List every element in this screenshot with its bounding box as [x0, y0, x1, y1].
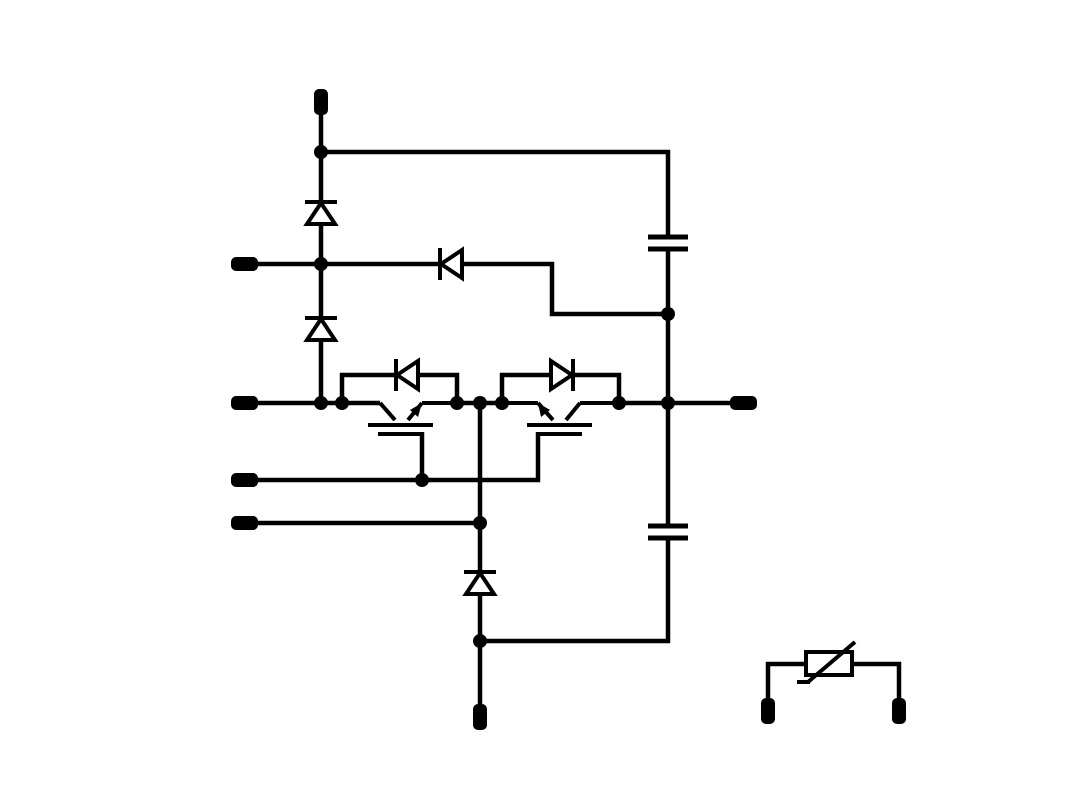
wire-right-rail-low	[480, 539, 671, 644]
junction-dot	[495, 396, 509, 410]
junction-dot	[661, 396, 675, 410]
junction-dot	[473, 634, 487, 648]
junctions	[314, 145, 675, 648]
diode-horizontal	[437, 246, 464, 282]
terminal-left-3	[231, 473, 258, 487]
diode-upper-vertical-1	[303, 199, 339, 226]
capacitor-lower	[648, 523, 688, 541]
terminal-ntc-right	[892, 698, 906, 724]
junction-dot	[335, 396, 349, 410]
terminal-right	[730, 396, 757, 410]
transistors	[368, 401, 619, 436]
terminal-top	[314, 89, 328, 115]
capacitor-upper	[648, 234, 688, 252]
ntc-thermistor	[797, 640, 857, 684]
junction-dot	[314, 396, 328, 410]
terminals	[231, 89, 906, 730]
diodes	[303, 199, 576, 596]
igbt-left	[368, 401, 457, 436]
wire-diode-row	[244, 261, 668, 317]
diode-upper-vertical-2	[303, 315, 339, 342]
junction-dot	[314, 257, 328, 271]
terminal-ntc-left	[761, 698, 775, 724]
junction-dot	[314, 145, 328, 159]
wire-gate	[244, 432, 541, 483]
igbt-right-arrow	[538, 403, 550, 417]
diode-freewheel-left	[393, 357, 420, 393]
igbt-left-arrow	[410, 403, 422, 417]
terminal-left-4	[231, 516, 258, 530]
terminal-left-1	[231, 257, 258, 271]
igbt-right	[502, 401, 619, 436]
junction-dot	[473, 396, 487, 410]
wire-top	[321, 149, 671, 236]
terminal-left-2	[231, 396, 258, 410]
junction-dot	[612, 396, 626, 410]
junction-dot	[661, 307, 675, 321]
junction-dot	[473, 516, 487, 530]
wire-freewheel-left	[339, 372, 460, 403]
capacitors	[648, 234, 688, 541]
diode-lower-vertical	[462, 569, 498, 596]
terminal-bottom	[473, 704, 487, 730]
diode-freewheel-right	[549, 357, 576, 393]
junction-dot	[450, 396, 464, 410]
junction-dot	[415, 473, 429, 487]
